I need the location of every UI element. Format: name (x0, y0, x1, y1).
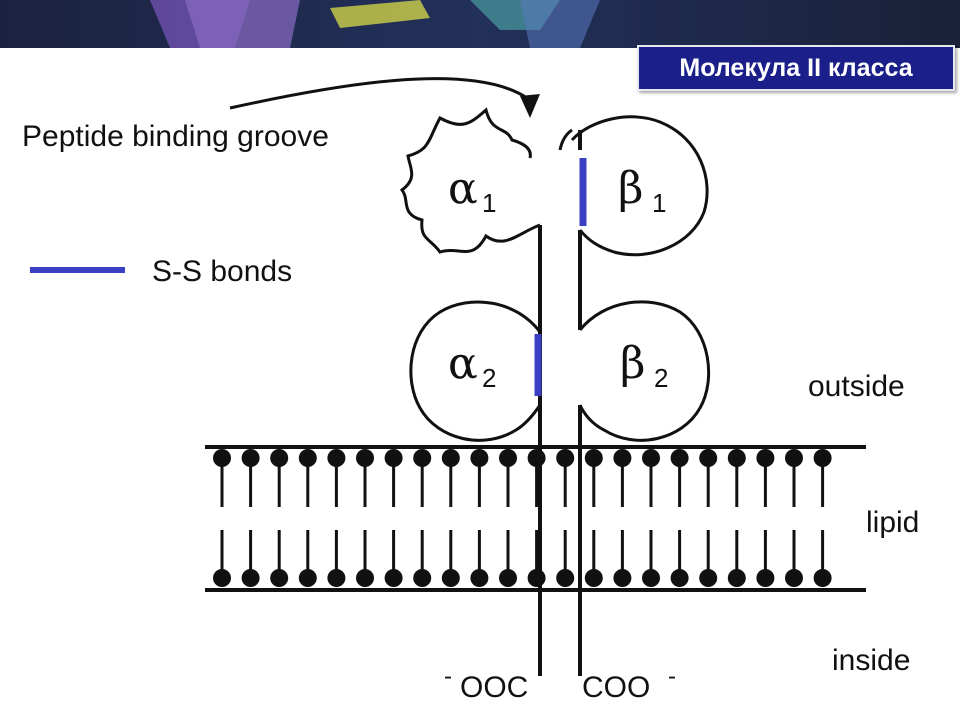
beta1-tail (558, 128, 573, 151)
ss-bonds-label: S-S bonds (152, 255, 292, 288)
svg-text:β: β (618, 163, 643, 214)
svg-text:α: α (448, 338, 478, 389)
alpha1-domain (399, 107, 541, 254)
alpha2-domain (409, 300, 542, 442)
beta1-domain (570, 115, 709, 257)
svg-text:1: 1 (482, 188, 496, 218)
ooc-label: OOC (460, 671, 528, 704)
inside-label: inside (832, 644, 910, 677)
svg-text:β: β (620, 338, 645, 389)
alpha2-label: α 2 (448, 338, 496, 393)
svg-text:α: α (448, 163, 478, 214)
beta2-domain (578, 300, 711, 442)
lipid-label: lipid (866, 506, 919, 539)
groove-arrow (229, 77, 528, 110)
beta1-label: β 1 (618, 163, 666, 218)
svg-text:1: 1 (652, 188, 666, 218)
alpha1-label: α 1 (448, 163, 496, 218)
beta2-label: β 2 (620, 338, 668, 393)
title-badge: Молекула II класса (637, 45, 955, 91)
header-banner (0, 0, 960, 48)
ooc-minus-label: - (444, 663, 452, 690)
coo-label: COO (582, 671, 650, 704)
groove-arrow-head (520, 94, 540, 118)
groove-label: Peptide binding groove (22, 120, 329, 153)
svg-text:2: 2 (654, 363, 668, 393)
coo-minus-label: - (668, 663, 676, 690)
lipid-bilayer (205, 445, 866, 592)
outside-label: outside (808, 370, 905, 403)
svg-text:2: 2 (482, 363, 496, 393)
